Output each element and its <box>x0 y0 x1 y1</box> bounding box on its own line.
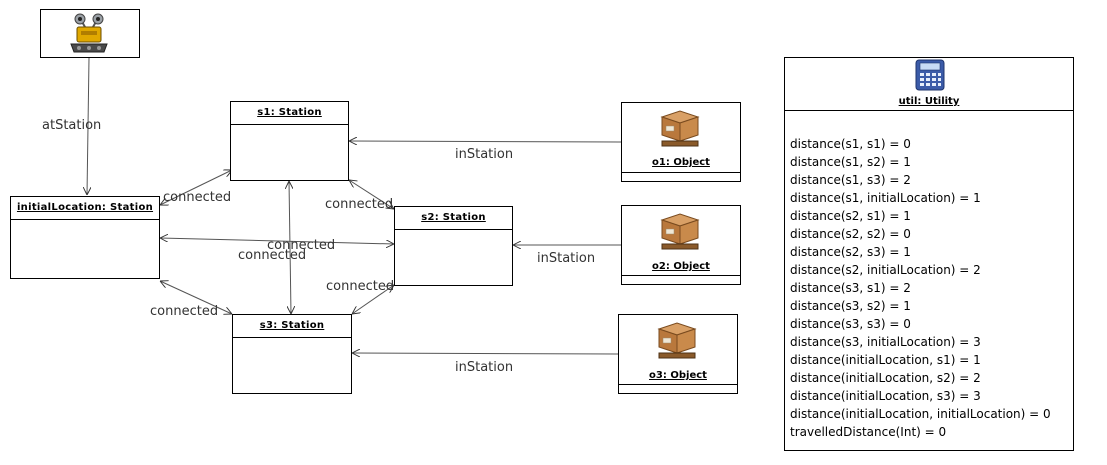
operation-line: distance(s2, initialLocation) = 2 <box>790 263 981 277</box>
edge-connected-s1-s3 <box>289 181 291 314</box>
box-icon <box>660 213 700 250</box>
edge-inStation-o3 <box>352 353 619 354</box>
operation-line: distance(initialLocation, s1) = 1 <box>790 353 981 367</box>
object-o3[interactable]: o3: Object <box>618 314 738 394</box>
station-s3[interactable]: s3: Station <box>232 314 352 394</box>
station-s1[interactable]: s1: Station <box>230 101 349 181</box>
edge-label-inStation-o2: inStation <box>537 251 596 266</box>
operation-line: distance(initialLocation, initialLocatio… <box>790 407 1051 421</box>
operation-line: distance(s1, initialLocation) = 1 <box>790 191 981 205</box>
edge-atStation <box>87 57 89 195</box>
object-divider <box>619 384 737 385</box>
edge-label-inStation-o1: inStation <box>455 147 514 162</box>
operation-line: distance(s1, s1) = 0 <box>790 137 911 151</box>
utility-divider <box>785 110 1073 111</box>
object-o2[interactable]: o2: Object <box>621 205 741 285</box>
operation-line: distance(s2, s3) = 1 <box>790 245 911 259</box>
operation-line: distance(initialLocation, s2) = 2 <box>790 371 981 385</box>
box-icon <box>657 322 697 359</box>
edge-label-connected-s1-s3: connected <box>238 248 307 263</box>
utility-title: util: Utility <box>898 96 960 107</box>
object-title: o2: Object <box>652 261 710 272</box>
object-divider <box>622 172 740 173</box>
robot-icon <box>70 13 108 53</box>
station-initialLocation[interactable]: initialLocation: Station <box>10 196 160 279</box>
box-icon <box>660 110 700 147</box>
station-title: s3: Station <box>233 315 351 338</box>
object-title: o1: Object <box>652 157 710 168</box>
operation-line: distance(s1, s2) = 1 <box>790 155 911 169</box>
station-title: s2: Station <box>395 207 512 230</box>
edge-label-connected-s2-s3: connected <box>326 279 395 294</box>
edge-label-inStation-o3: inStation <box>455 360 514 375</box>
edge-label-connected-init-s3: connected <box>150 304 219 319</box>
object-title: o3: Object <box>649 370 707 381</box>
edge-connected-s2-s3 <box>352 285 394 314</box>
edge-connected-init-s2 <box>160 238 394 244</box>
utility-node[interactable]: util: Utility distance(s1, s1) = 0 dista… <box>784 57 1074 451</box>
operation-line: distance(s3, s1) = 2 <box>790 281 911 295</box>
station-title: s1: Station <box>231 102 348 125</box>
operation-line: distance(s2, s2) = 0 <box>790 227 911 241</box>
edge-connected-init-s1 <box>160 170 232 205</box>
operation-line: distance(s2, s1) = 1 <box>790 209 911 223</box>
edge-label-connected-s1-s2: connected <box>325 197 394 212</box>
robot-node[interactable] <box>40 9 140 58</box>
station-title: initialLocation: Station <box>11 197 159 220</box>
station-s2[interactable]: s2: Station <box>394 206 513 286</box>
utility-operations: distance(s1, s1) = 0 distance(s1, s2) = … <box>785 135 1073 441</box>
operation-line: travelledDistance(Int) = 0 <box>790 425 947 439</box>
operation-line: distance(s3, s3) = 0 <box>790 317 911 331</box>
edge-label-atStation: atStation <box>42 118 102 133</box>
edge-inStation-o1 <box>349 141 622 142</box>
edge-connected-init-s3 <box>160 281 232 314</box>
edge-label-connected-init-s1: connected <box>163 190 232 205</box>
edge-label-connected-init-s2: connected <box>267 238 336 253</box>
calculator-icon <box>915 59 945 91</box>
operation-line: distance(initialLocation, s3) = 3 <box>790 389 981 403</box>
operation-line: distance(s3, initialLocation) = 3 <box>790 335 981 349</box>
object-o1[interactable]: o1: Object <box>621 102 741 182</box>
object-divider <box>622 275 740 276</box>
operation-line: distance(s1, s3) = 2 <box>790 173 911 187</box>
operation-line: distance(s3, s2) = 1 <box>790 299 911 313</box>
edge-connected-s1-s2 <box>349 180 394 209</box>
